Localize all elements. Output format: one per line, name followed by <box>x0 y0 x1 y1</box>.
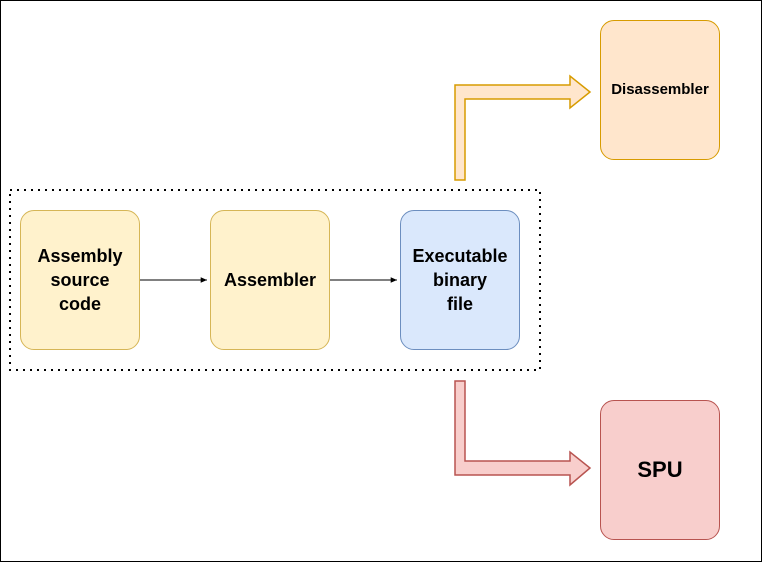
executable-group-container <box>9 189 541 371</box>
arrow-to-disassembler <box>454 74 592 181</box>
arrow-to-spu <box>454 380 592 487</box>
assembler-node: Assembler <box>210 210 330 350</box>
assembly-source-code-node: Assembly source code <box>20 210 140 350</box>
executable-binary-file-node: Executable binary file <box>400 210 520 350</box>
disassembler-node: Disassembler <box>600 20 720 160</box>
spu-node: SPU <box>600 400 720 540</box>
